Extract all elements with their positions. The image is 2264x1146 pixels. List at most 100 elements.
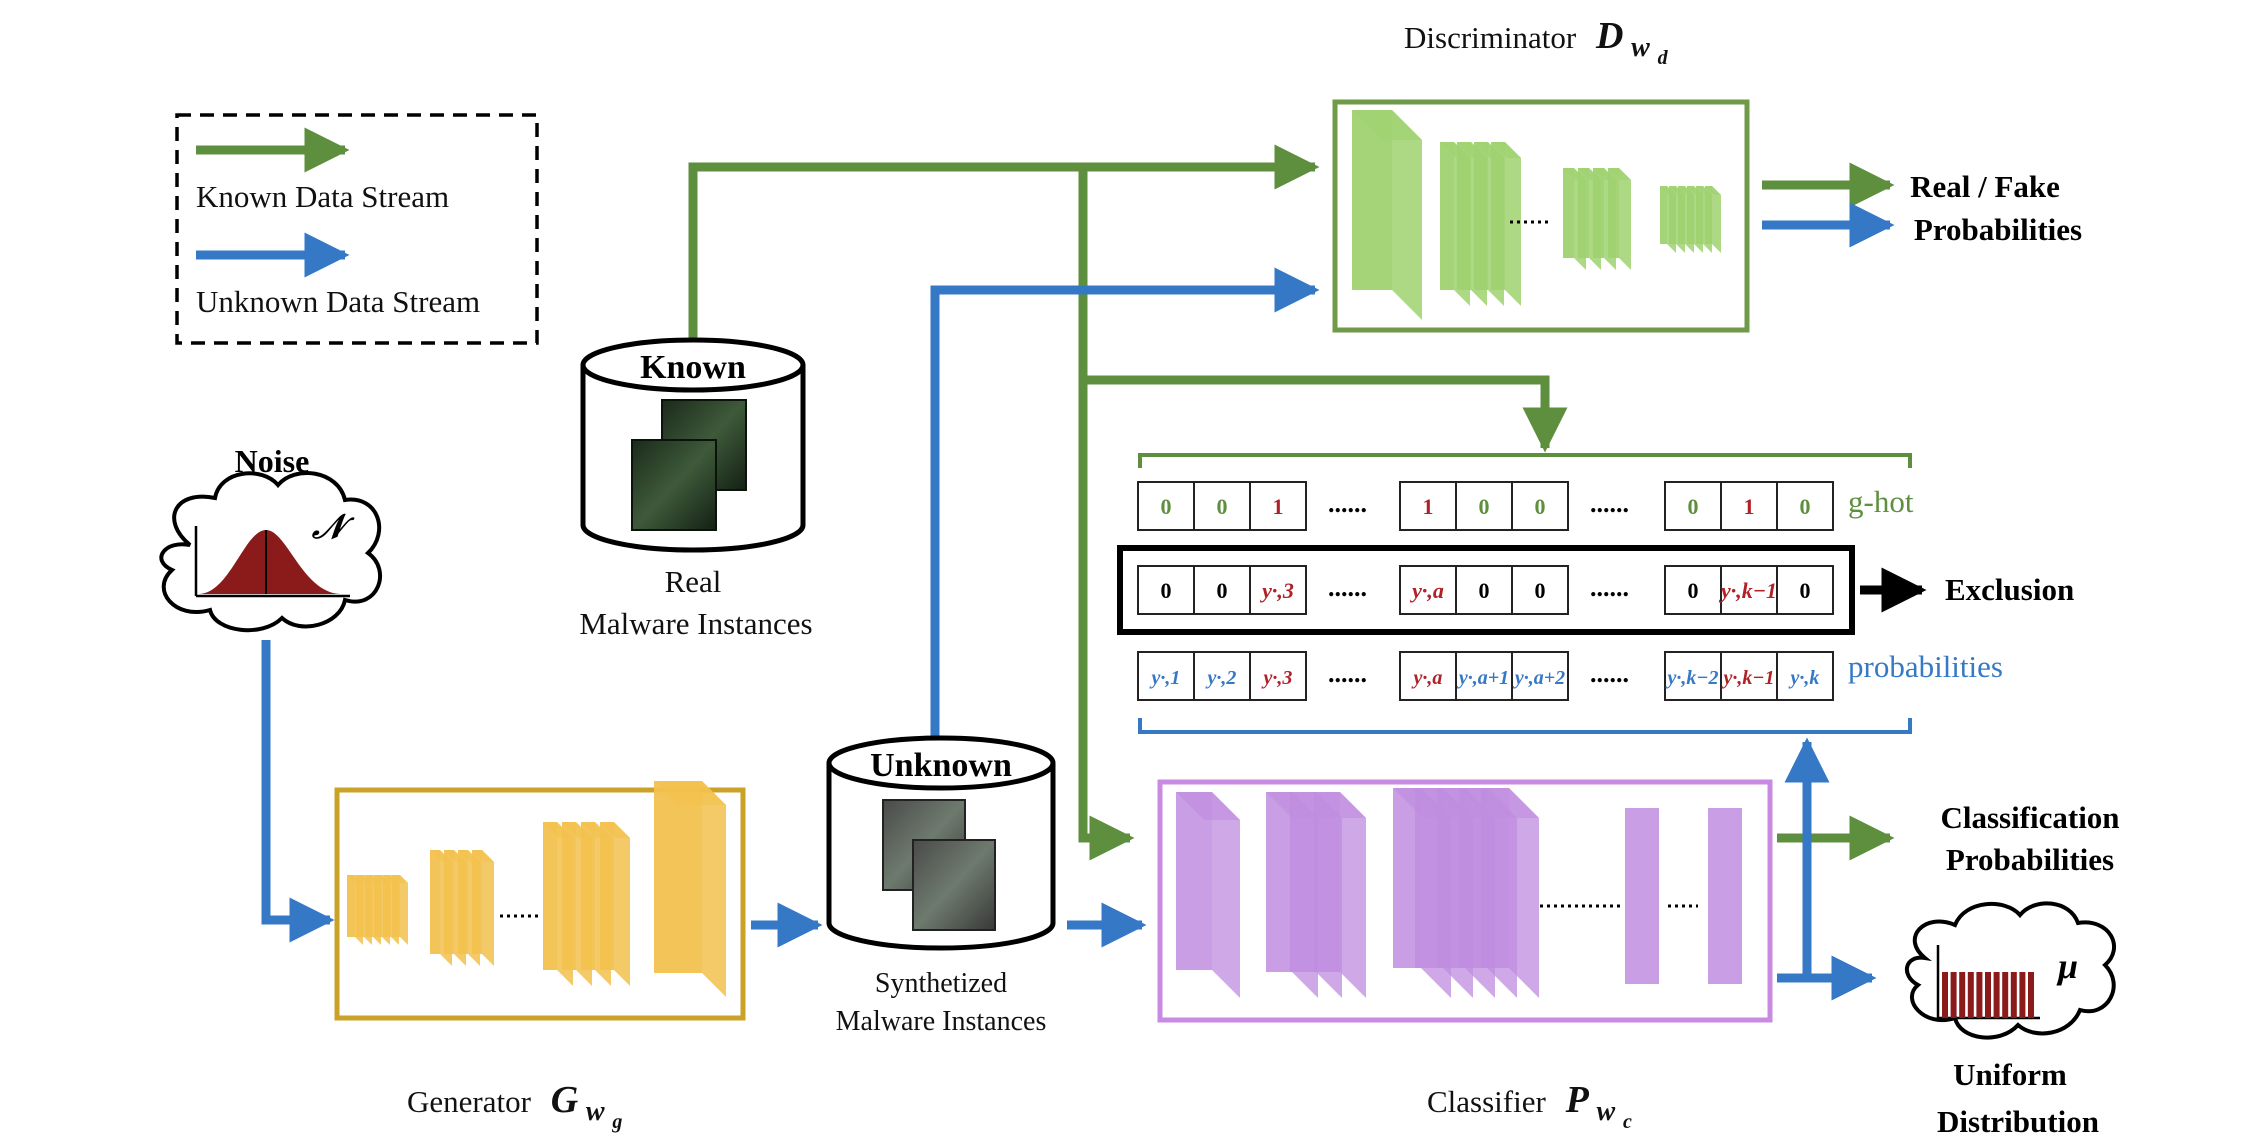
ghot-ellipsis: ...... (1590, 489, 1629, 518)
disc-layer-c-4 (1608, 168, 1631, 270)
disc-layer-b-4-side (1505, 142, 1521, 306)
probs-cell (1399, 651, 1457, 701)
gaussian-curve-icon (200, 530, 340, 594)
exclusion-cell-value: 0 (1688, 578, 1699, 603)
unknown-malware-image-front (912, 839, 996, 931)
probs-cell-value: y·,3 (1262, 667, 1293, 689)
ghot-cell-value: 0 (1161, 494, 1172, 519)
exclusion-cell (1776, 565, 1834, 615)
exclusion-cell-value: y·,3 (1259, 578, 1294, 603)
disc-layer-b-4-front (1491, 142, 1505, 290)
disc-layer-d-3-front (1678, 186, 1685, 244)
exclusion-cell-value: y·,a (1409, 578, 1444, 603)
disc-layer-c-4-side (1619, 168, 1631, 270)
uniform-bar (1950, 972, 1957, 1018)
disc-layer-c-3-front (1593, 168, 1604, 258)
probs-cell-value: y·,a+2 (1513, 667, 1565, 689)
disc-layer-a (1352, 110, 1422, 320)
exclusion-ellipsis: ...... (1590, 573, 1629, 602)
gen-layer-b-1-front (430, 850, 440, 954)
exclusion-cell-value: y·,k−1 (1718, 578, 1777, 603)
probs-cell-value: y·,k−2 (1666, 667, 1719, 689)
discriminator-layers (1352, 110, 1721, 320)
unknown-db-top (826, 735, 1056, 791)
uniform-line1: Uniform (1953, 1057, 2067, 1092)
gen-layer-c-4-side (614, 822, 630, 986)
cls-layer-c-5-side (1509, 788, 1539, 998)
legend-unknown-label: Unknown Data Stream (196, 284, 480, 319)
exclusion-cell-value: 0 (1479, 578, 1490, 603)
unknown-to-discriminator-arrow (930, 267, 1320, 740)
ghot-cell (1776, 481, 1834, 531)
uniform-bar (1967, 972, 1974, 1018)
known-to-discriminator-arrow (688, 144, 1320, 340)
gen-layer-d (654, 781, 726, 997)
ghot-cell (1455, 481, 1513, 531)
discriminator-label: Discriminator D w d (1404, 15, 1669, 69)
ghot-bracket (1138, 453, 1912, 468)
known-caption-line1: Real (665, 564, 722, 599)
unknown-database: Unknown Synthetized Malware Instances (826, 735, 1056, 1037)
probs-ellipsis: ...... (1590, 659, 1629, 688)
exclusion-cell (1137, 565, 1195, 615)
cls-layer-a (1176, 792, 1240, 998)
uniform-histogram-icon (1942, 972, 2034, 1018)
legend: Known Data Stream Unknown Data Stream (175, 113, 539, 345)
disc-layer-d-6-front (1705, 186, 1712, 244)
probs-cell (1511, 651, 1569, 701)
exclusion-cell (1193, 565, 1251, 615)
disc-layer-c-2-front (1578, 168, 1589, 258)
known-to-ghot-arrow (1083, 375, 1568, 453)
probs-cell-value: y·,a+1 (1457, 667, 1509, 689)
classifier-label: Classifier P w c (1427, 1079, 1632, 1133)
probabilities-bracket (1138, 718, 1912, 734)
gen-layer-b-2-front (444, 850, 454, 954)
disc-layer-b-2-front (1457, 142, 1471, 290)
disc-layer-d-2-front (1669, 186, 1676, 244)
uniform-bar (1976, 972, 1983, 1018)
generator: Generator G w g (334, 781, 746, 1133)
known-db-label: Known (640, 349, 746, 386)
classifier: Classifier P w c Classification Probabil… (1157, 779, 2120, 1133)
ghot-ellipsis: ...... (1328, 489, 1367, 518)
probs-cell (1455, 651, 1513, 701)
disc-layer-d-6 (1705, 186, 1721, 253)
gen-layer-a-3-front (365, 875, 373, 937)
gen-layer-b-4-front (472, 850, 482, 954)
exclusion-cell-value: 0 (1217, 578, 1228, 603)
uniform-cloud (1905, 901, 2117, 1040)
generator-symbol-subsub: g (611, 1111, 622, 1133)
ghot-cell-value: 0 (1800, 494, 1811, 519)
known-malware-image-front (631, 439, 717, 531)
disc-layer-c-4-front (1608, 168, 1619, 258)
generator-layers (347, 781, 726, 997)
uniform-bar (2002, 972, 2009, 1018)
ghot-cell (1249, 481, 1307, 531)
unknown-caption-line1: Synthetized (875, 968, 1007, 999)
gen-layer-c-4-front (600, 822, 614, 970)
exclusion-label: Exclusion (1945, 572, 2074, 607)
ghot-cell (1193, 481, 1251, 531)
classifier-symbol: P (1565, 1079, 1590, 1121)
exclusion-cell-value: 0 (1800, 578, 1811, 603)
gen-layer-a-5-front (383, 875, 391, 937)
probs-ellipsis: ...... (1328, 659, 1367, 688)
classification-line1: Classification (1940, 800, 2119, 835)
exclusion-cell (1249, 565, 1307, 615)
gen-layer-d-front (654, 781, 702, 973)
discriminator-symbol-subsub: d (1658, 47, 1669, 69)
disc-layer-a-side (1392, 110, 1422, 320)
probs-cell (1776, 651, 1834, 701)
disc-layer-d-4-front (1687, 186, 1694, 244)
ghot-cell-value: 1 (1744, 494, 1755, 519)
uniform-bar (2019, 972, 2026, 1018)
gen-layer-c-2-front (562, 822, 576, 970)
exclusion-cell (1664, 565, 1722, 615)
gen-layer-b-4 (472, 850, 494, 966)
disc-layer-c-1-front (1563, 168, 1574, 258)
exclusion-cell (1455, 565, 1513, 615)
unknown-caption-line2: Malware Instances (836, 1006, 1047, 1037)
uniform-bar (2010, 972, 2017, 1018)
legend-known-label: Known Data Stream (196, 179, 449, 214)
